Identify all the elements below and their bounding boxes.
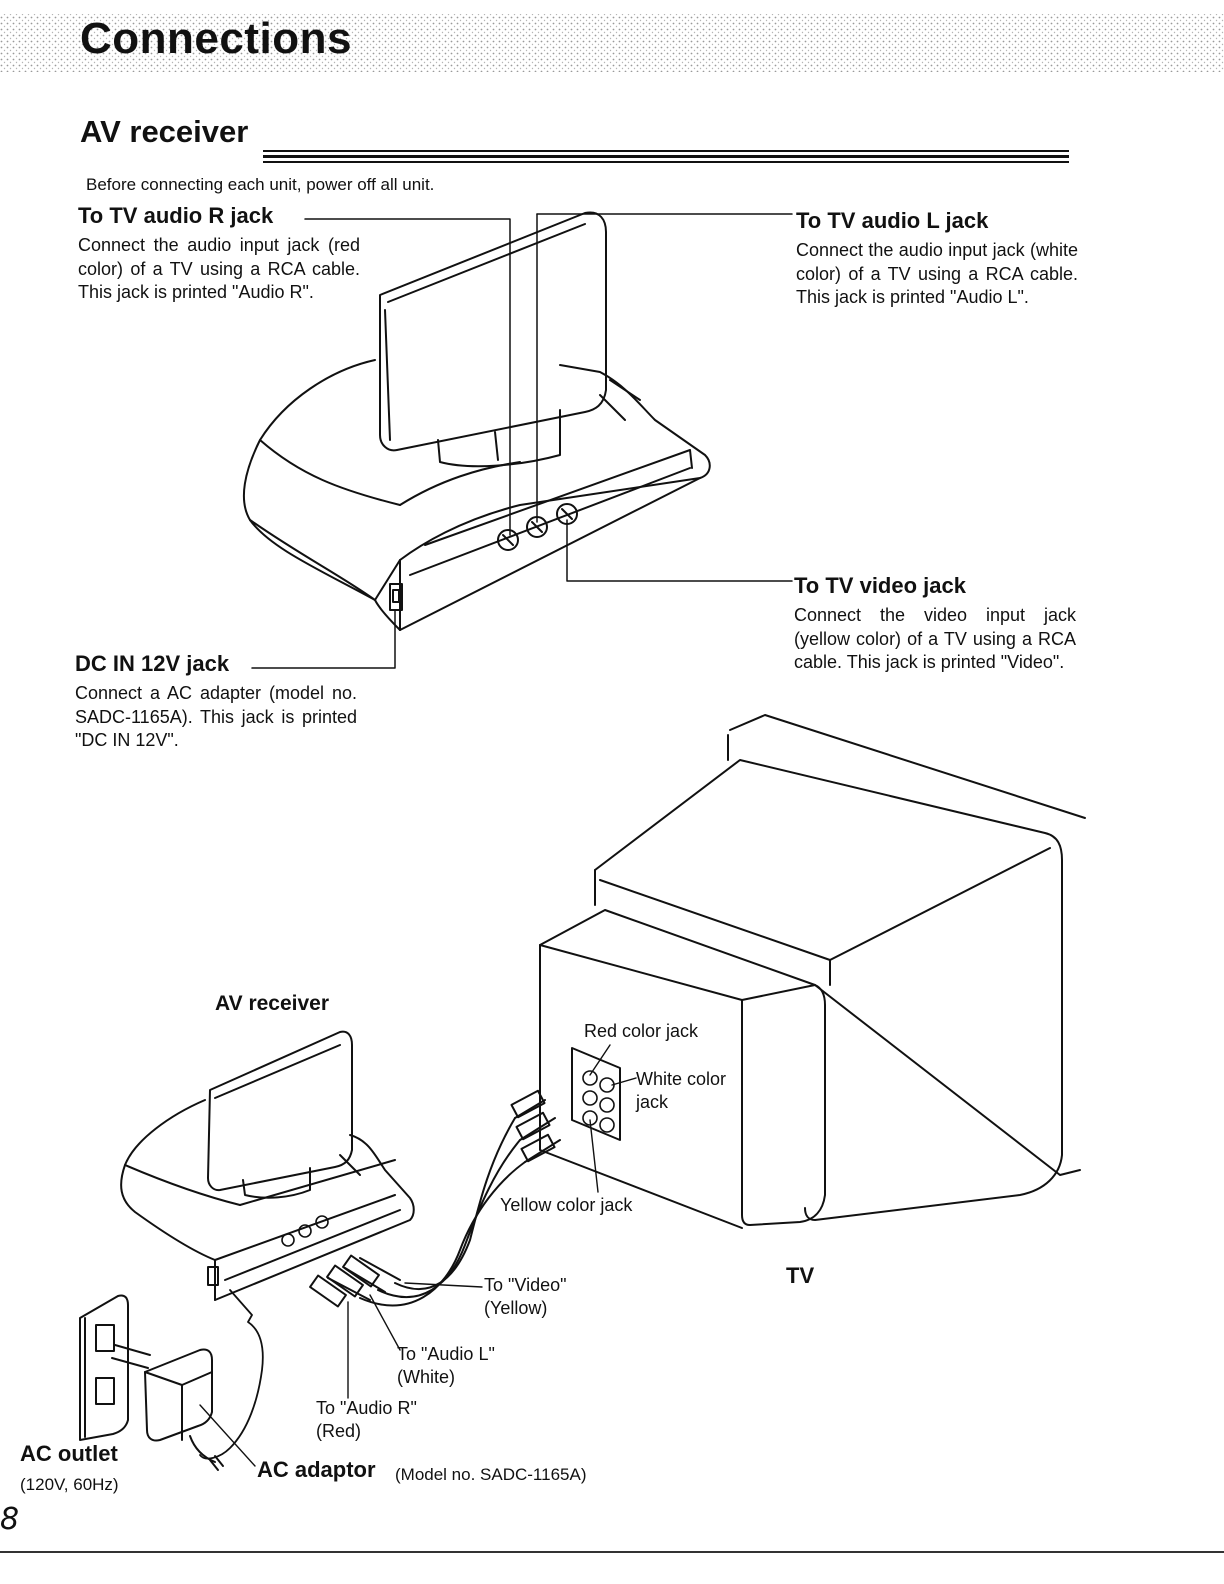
dc-in-text: Connect a AC adapter (model no. SADC-116… [75,683,357,750]
receiver-rear-illustration [243,211,793,669]
ac-outlet-illustration [79,1294,129,1441]
dc-in-heading: DC IN 12V jack [75,651,230,676]
video-text: Connect the video input jack (yellow col… [794,605,1076,672]
ac-outlet-spec: (120V, 60Hz) [20,1475,119,1494]
to-video-label: To "Video" (Yellow) [484,1275,567,1318]
audio-r-text: Connect the audio input jack (red color)… [78,235,360,302]
yellow-jack-label: Yellow color jack [500,1195,633,1215]
ac-outlet-label: AC outlet [20,1441,118,1466]
ac-adaptor-model: (Model no. SADC-1165A) [395,1465,587,1484]
audio-l-text: Connect the audio input jack (white colo… [796,240,1078,307]
section-heading: AV receiver [80,114,249,149]
section-rule [263,150,1069,163]
footer-rule [0,1551,1224,1553]
to-audio-r-label: To "Audio R" (Red) [316,1398,417,1441]
white-jack-label: White color jack [636,1069,727,1112]
tv-label: TV [786,1263,815,1288]
av-receiver-label: AV receiver [215,992,330,1015]
red-jack-label: Red color jack [584,1021,699,1041]
rca-cables [309,1089,561,1308]
ac-adaptor-illustration [111,1344,224,1471]
to-audio-l-label: To "Audio L" (White) [397,1344,495,1387]
audio-l-heading: To TV audio L jack [796,208,989,233]
intro-text: Before connecting each unit, power off a… [86,175,435,194]
header-band [0,14,1224,72]
video-heading: To TV video jack [794,573,966,598]
page-title: Connections [80,14,352,63]
page-number: 8 [0,1502,20,1537]
receiver-illustration [120,1030,415,1301]
audio-r-heading: To TV audio R jack [78,203,274,228]
ac-adaptor-label: AC adaptor [257,1457,376,1482]
tv-illustration [539,714,1086,1229]
